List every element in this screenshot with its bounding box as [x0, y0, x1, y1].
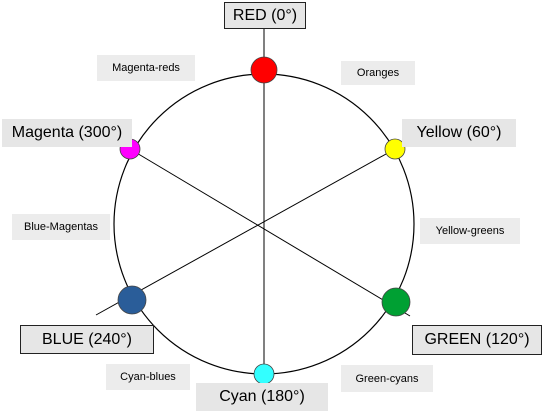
axis-yellow-blue [95, 148, 396, 316]
label-blue-magentas: Blue-Magentas [12, 214, 110, 240]
red-dot [250, 56, 278, 84]
label-yellow: Yellow (60°) [402, 119, 516, 147]
label-oranges: Oranges [341, 61, 415, 85]
axis-magenta-green [129, 148, 411, 317]
label-cyan-blues: Cyan-blues [106, 364, 190, 390]
label-cyan: Cyan (180°) [196, 383, 328, 411]
cyan-dot [253, 363, 275, 385]
label-blue: BLUE (240°) [20, 325, 154, 354]
label-yellow-greens: Yellow-greens [420, 218, 520, 244]
yellow-dot [384, 138, 406, 160]
green-dot [381, 287, 411, 317]
label-magenta-reds: Magenta-reds [97, 55, 195, 81]
label-red: RED (0°) [224, 2, 306, 29]
label-magenta: Magenta (300°) [2, 119, 132, 147]
label-green-cyans: Green-cyans [341, 365, 433, 392]
label-green: GREEN (120°) [412, 325, 542, 355]
blue-dot [117, 285, 147, 315]
